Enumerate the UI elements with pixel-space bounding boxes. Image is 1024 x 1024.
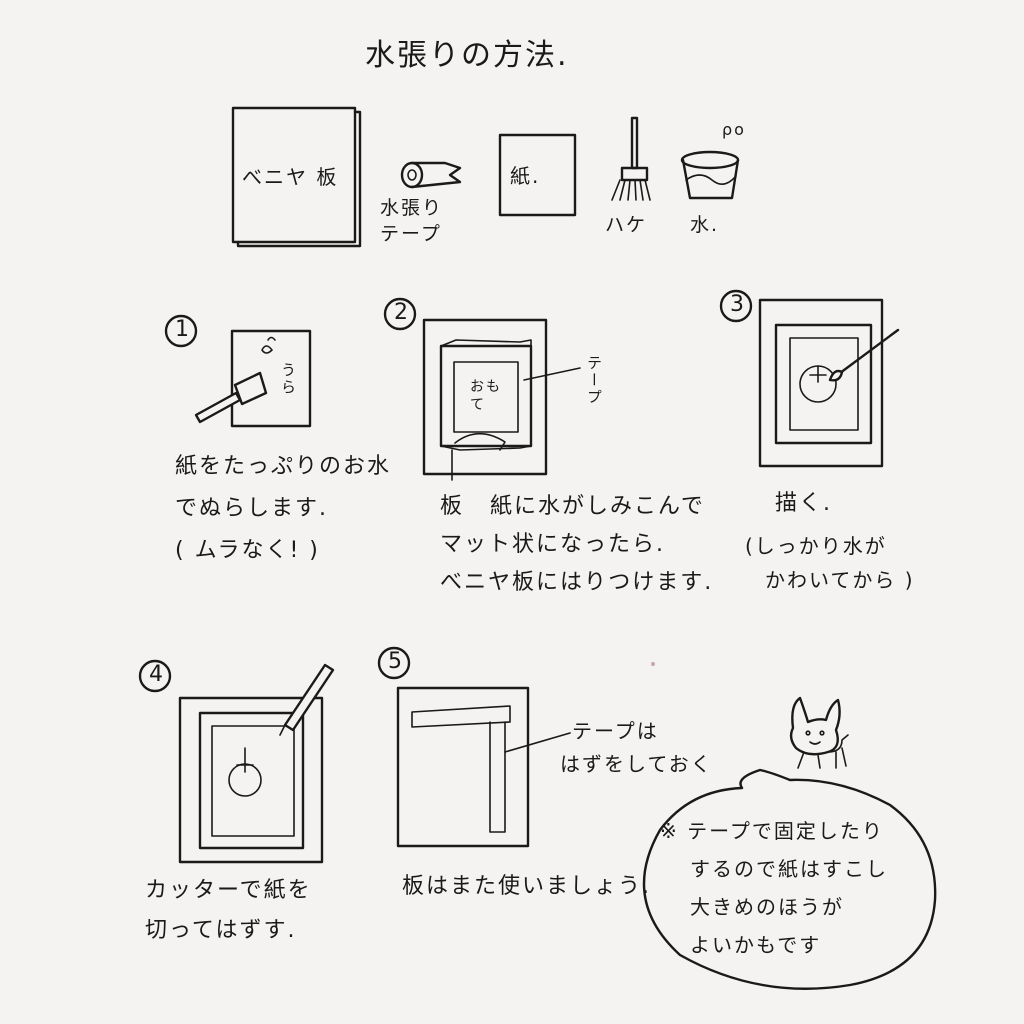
note-speech-bubble — [642, 768, 937, 990]
step3-circle — [719, 289, 753, 323]
step2-number: 2 — [394, 300, 410, 325]
step2-line2: マット状になったら. — [440, 532, 665, 557]
water-label: 水. — [690, 214, 720, 236]
step2-board — [422, 318, 581, 481]
step1-line1: 紙をたっぷりのお水 — [175, 454, 392, 479]
water-bucket-icon — [680, 150, 740, 200]
step5-tape-note-line1: テープは — [572, 719, 659, 743]
step5-number: 5 — [388, 649, 404, 674]
note-line3: 大きめのほうが — [690, 895, 844, 919]
step2-circle — [383, 297, 417, 331]
step5-tape-note-line2: はずをしておく — [560, 752, 713, 776]
step2-line3: べニヤ板にはりつけます. — [440, 570, 714, 595]
step1-paper — [230, 329, 312, 428]
step2-board-label: 板 — [440, 494, 465, 519]
step4-board — [178, 696, 324, 864]
step3-board — [758, 298, 900, 468]
step1-line2: でぬらします. — [175, 496, 328, 521]
tape-roll-icon — [400, 161, 462, 189]
note-line2: するので紙はすこし — [690, 857, 888, 881]
step5-board — [396, 686, 571, 848]
page-title: 水張りの方法. — [365, 38, 569, 73]
step4-line2: 切ってはずす. — [145, 918, 297, 943]
step4-number: 4 — [149, 662, 165, 687]
brush-label: ハケ — [605, 214, 648, 236]
note-line4: よいかもです — [690, 933, 822, 957]
paper-sheet-drawing — [498, 133, 577, 217]
step1-number: 1 — [175, 317, 191, 342]
paper-label: 紙. — [510, 164, 541, 188]
brush-icon — [611, 116, 651, 201]
dog-icon — [789, 696, 849, 769]
step2-paper-note: おもて — [470, 379, 502, 413]
pink-dot — [651, 662, 655, 666]
step3-line3: かわいてから ) — [765, 568, 915, 592]
plywood-label: べニヤ 板 — [242, 165, 339, 189]
step3-line1: 描く. — [775, 491, 832, 516]
step4-line1: カッターで紙を — [145, 878, 312, 903]
note-line1: ※ テープで固定したり — [660, 819, 884, 843]
tape-label: 水張り テープ — [380, 197, 444, 245]
step5-line1: 板はまた使いましょう. — [402, 874, 651, 899]
step2-line1: 紙に水がしみこんで — [490, 494, 705, 519]
step1-line3: ( ムラなく! ) — [175, 538, 320, 563]
step3-line2: (しっかり水が — [745, 534, 887, 558]
cutter-knife-icon — [279, 663, 335, 736]
step2-tape-note: テープ — [585, 355, 603, 406]
step1-brush — [194, 336, 276, 424]
step5-circle — [377, 646, 411, 680]
bubbles-mark: ρo — [722, 120, 746, 139]
step4-circle — [138, 659, 172, 693]
step3-number: 3 — [730, 292, 746, 317]
step1-side-note: うら — [279, 362, 297, 396]
plywood-board-drawing — [231, 106, 362, 248]
step1-circle — [164, 314, 198, 348]
